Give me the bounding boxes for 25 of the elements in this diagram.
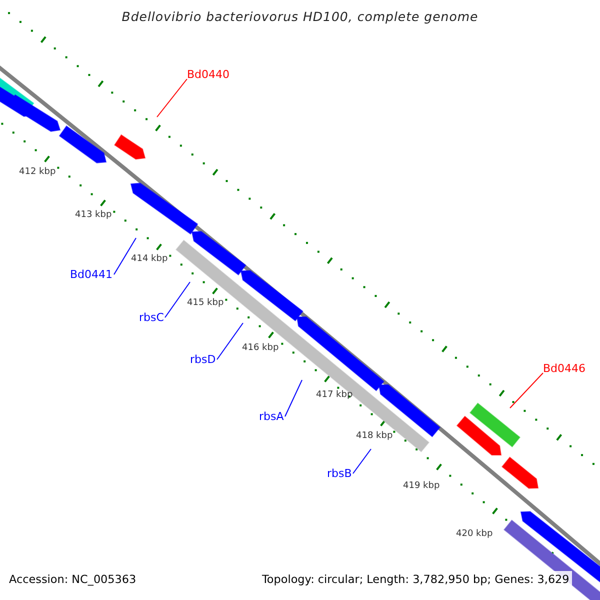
scale-label: 418 kbp <box>356 431 393 442</box>
leader-line <box>510 372 544 408</box>
scale-label: 415 kbp <box>187 298 224 309</box>
scale-label: 413 kbp <box>75 210 112 221</box>
leader-line <box>352 448 372 474</box>
gene-label: rbsC <box>139 311 164 324</box>
leader-line <box>216 322 244 360</box>
leader-line <box>114 238 136 275</box>
scale-label: 414 kbp <box>131 254 168 265</box>
leader-line <box>156 78 188 118</box>
scale-label: 412 kbp <box>19 167 56 178</box>
title: Bdellovibrio bacteriovorus HD100, complete genome <box>120 9 480 24</box>
gene-label: Bd0441 <box>70 268 113 282</box>
genome-summary-text: Topology: circular; Length: 3,782,950 bp; Genes: 3,629 <box>259 571 572 588</box>
scale-label: 419 kbp <box>403 481 440 492</box>
gene-label: Bd0440 <box>187 68 230 82</box>
scale-label: 416 kbp <box>242 343 279 354</box>
gene-label: rbsA <box>259 410 284 424</box>
gene-label: Bd0446 <box>543 362 586 376</box>
gene-label: rbsB <box>327 467 352 480</box>
leader-line <box>164 282 190 318</box>
scale-label: 417 kbp <box>316 390 353 401</box>
gene-label: rbsD <box>190 353 216 366</box>
leader-line <box>284 380 302 417</box>
scale-label: 420 kbp <box>456 529 493 540</box>
